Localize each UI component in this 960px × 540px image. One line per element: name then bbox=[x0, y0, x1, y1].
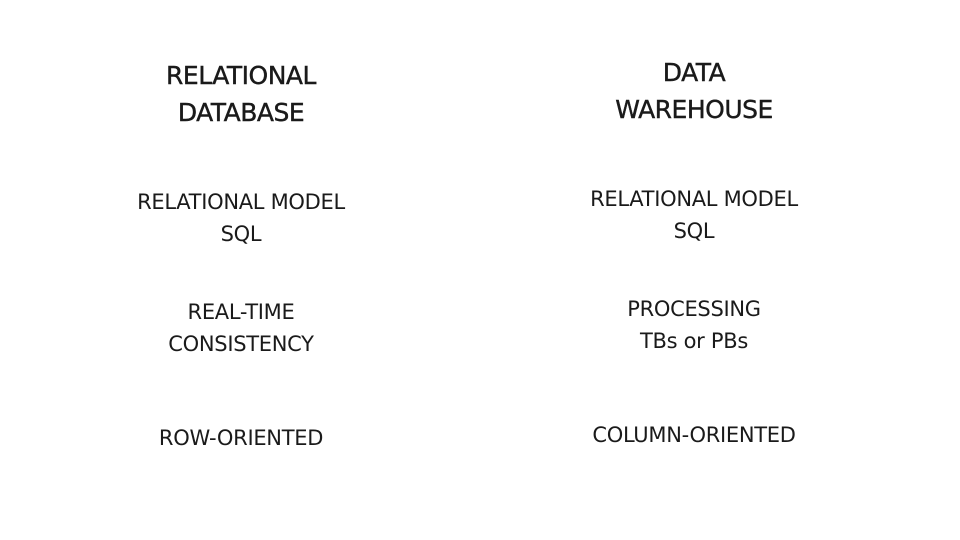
processing-line-2: TBs or PBs bbox=[639, 329, 749, 353]
consistency-line-1: REAL-TIME bbox=[187, 300, 295, 324]
data-warehouse-column: DATA WAREHOUSE RELATIONAL MODEL SQL PROC… bbox=[534, 0, 854, 540]
relational-database-column: RELATIONAL DATABASE RELATIONAL MODEL SQL… bbox=[81, 0, 401, 540]
processing-block: PROCESSING TBs or PBs bbox=[534, 293, 854, 357]
heading-line-1: RELATIONAL bbox=[166, 61, 317, 90]
relational-database-heading: RELATIONAL DATABASE bbox=[81, 57, 401, 131]
model-label: RELATIONAL MODEL bbox=[590, 187, 798, 211]
query-language-label: SQL bbox=[673, 219, 715, 243]
heading-line-1: DATA bbox=[662, 58, 726, 87]
consistency-block: REAL-TIME CONSISTENCY bbox=[81, 296, 401, 360]
data-warehouse-heading: DATA WAREHOUSE bbox=[534, 54, 854, 128]
consistency-line-2: CONSISTENCY bbox=[168, 332, 314, 356]
heading-line-2: DATABASE bbox=[177, 98, 305, 127]
orientation-label: ROW-ORIENTED bbox=[158, 426, 324, 450]
orientation-block: COLUMN-ORIENTED bbox=[534, 419, 854, 451]
model-label: RELATIONAL MODEL bbox=[137, 190, 345, 214]
processing-line-1: PROCESSING bbox=[627, 297, 761, 321]
heading-line-2: WAREHOUSE bbox=[615, 95, 773, 124]
query-language-label: SQL bbox=[220, 222, 262, 246]
orientation-block: ROW-ORIENTED bbox=[81, 422, 401, 454]
orientation-label: COLUMN-ORIENTED bbox=[592, 423, 796, 447]
relational-model-block: RELATIONAL MODEL SQL bbox=[81, 186, 401, 250]
relational-model-block: RELATIONAL MODEL SQL bbox=[534, 183, 854, 247]
